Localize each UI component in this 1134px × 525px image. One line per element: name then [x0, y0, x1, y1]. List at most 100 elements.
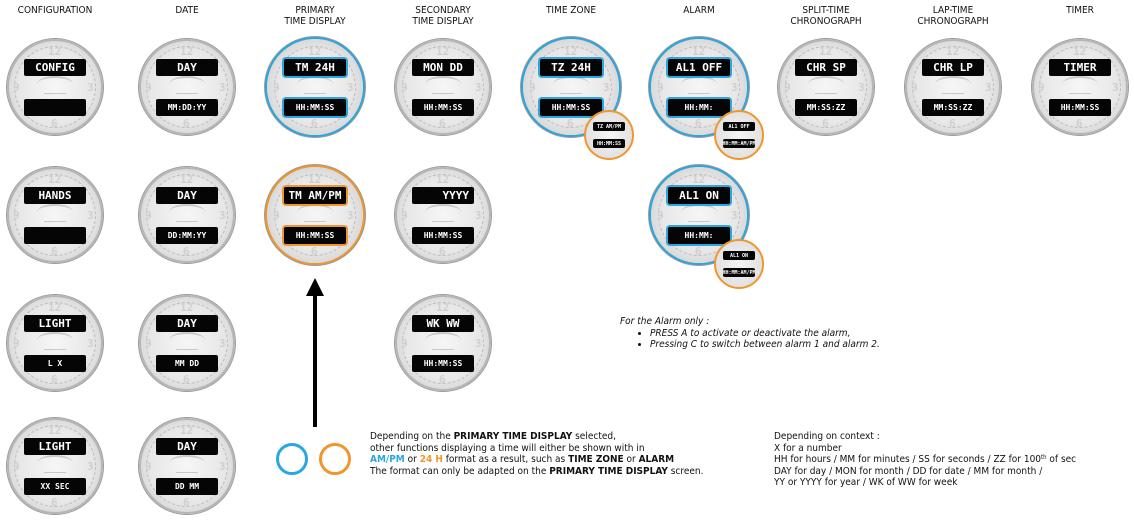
dial-logo-emboss: [681, 76, 717, 92]
header-configuration: CONFIGURATION: [17, 5, 93, 16]
dial-numeral: 9: [657, 81, 664, 94]
dial-numeral: 12: [436, 301, 450, 314]
dial-logo-emboss: [1062, 76, 1098, 92]
dial-logo-emboss: [169, 204, 205, 220]
lcd-bottom: HH:MM:SS: [540, 99, 602, 116]
dial-numeral: 9: [145, 460, 152, 473]
dial-numeral: 12: [692, 45, 706, 58]
header-date: DATE: [175, 5, 199, 16]
dial-numeral: 9: [13, 460, 20, 473]
dial-numeral: 12: [180, 424, 194, 437]
dial-numeral: 6: [51, 245, 58, 258]
dial-numeral: 9: [401, 337, 408, 350]
lcd-bottom: HH:MM:: [668, 99, 730, 116]
lcd-top: TM 24H: [284, 59, 346, 76]
dial-logo-emboss: [1069, 92, 1091, 100]
lcd-bottom: HH:MM:AM/PM: [723, 139, 755, 148]
context-note: Depending on context : X for a number HH…: [774, 431, 1077, 488]
legend-ring-ampm: [319, 443, 351, 475]
lcd-bottom: HH:MM:SS: [412, 99, 474, 116]
dial-numeral: 6: [51, 496, 58, 509]
lcd-top: AL1 OFF: [723, 122, 755, 131]
dial-numeral: 9: [784, 81, 791, 94]
dial-numeral: 6: [822, 117, 829, 130]
dial-logo-emboss: [176, 348, 198, 356]
dial-numeral: 6: [949, 117, 956, 130]
dial-numeral: 9: [145, 337, 152, 350]
lcd-top: LIGHT: [24, 438, 86, 455]
lcd-top: WK WW: [412, 315, 474, 332]
dial-logo-emboss: [432, 220, 454, 228]
lcd-bottom: HH:MM:SS: [284, 227, 346, 244]
dial-numeral: 3: [1112, 81, 1119, 94]
dial-logo-emboss: [37, 455, 73, 471]
dial-numeral: 9: [13, 337, 20, 350]
dial-logo-emboss: [297, 204, 333, 220]
dial-numeral: 12: [1073, 45, 1087, 58]
dial-logo-emboss: [44, 348, 66, 356]
header-time-zone: TIME ZONE: [545, 5, 597, 16]
lcd-bottom: MM:DD:YY: [156, 99, 218, 116]
dial-numeral: 6: [695, 117, 702, 130]
dial-logo-emboss: [37, 204, 73, 220]
dial-numeral: 3: [219, 81, 226, 94]
dial-numeral: 12: [436, 45, 450, 58]
dial-logo-emboss: [37, 332, 73, 348]
lcd-top: AL1 ON: [668, 187, 730, 204]
dial-numeral: 12: [48, 45, 62, 58]
dial-logo-emboss: [432, 348, 454, 356]
lcd-bottom: HH:MM:SS: [284, 99, 346, 116]
dial-logo-emboss: [553, 76, 589, 92]
lcd-bottom: MM:SS:ZZ: [922, 99, 984, 116]
dial-logo-emboss: [176, 471, 198, 479]
lcd-top: DAY: [156, 315, 218, 332]
dial-numeral: 6: [567, 117, 574, 130]
lcd-top: TZ AM/PM: [593, 122, 625, 131]
lcd-top: TZ 24H: [540, 59, 602, 76]
dial-logo-emboss: [37, 76, 73, 92]
dial-numeral: 12: [48, 424, 62, 437]
dial-logo-emboss: [935, 76, 971, 92]
lcd-bottom: MM DD: [156, 355, 218, 372]
dial-logo-emboss: [304, 92, 326, 100]
dial-numeral: 6: [439, 117, 446, 130]
dial-numeral: 3: [219, 209, 226, 222]
dial-numeral: 12: [48, 301, 62, 314]
dial-logo-emboss: [560, 92, 582, 100]
lcd-bottom: HH:MM:SS: [593, 139, 625, 148]
lcd-bottom: HH:MM:AM/PM: [723, 268, 755, 277]
lcd-bottom: DD:MM:YY: [156, 227, 218, 244]
dial-numeral: 12: [180, 45, 194, 58]
lcd-bottom: DD MM: [156, 478, 218, 495]
dial-logo-emboss: [176, 92, 198, 100]
dial-logo-emboss: [176, 220, 198, 228]
lcd-bottom: XX SEC: [24, 478, 86, 495]
dial-numeral: 6: [51, 117, 58, 130]
dial-numeral: 6: [183, 245, 190, 258]
dial-numeral: 9: [911, 81, 918, 94]
alarm-note: For the Alarm only : PRESS A to activate…: [620, 316, 880, 351]
dial-logo-emboss: [169, 332, 205, 348]
dial-numeral: 12: [180, 301, 194, 314]
dial-logo-emboss: [297, 76, 333, 92]
header-timer: TIMER: [1066, 5, 1094, 16]
dial-numeral: 12: [564, 45, 578, 58]
dial-logo-emboss: [688, 220, 710, 228]
dial-numeral: 9: [13, 81, 20, 94]
dial-logo-emboss: [432, 92, 454, 100]
lcd-top: LIGHT: [24, 315, 86, 332]
dial-numeral: 3: [87, 209, 94, 222]
